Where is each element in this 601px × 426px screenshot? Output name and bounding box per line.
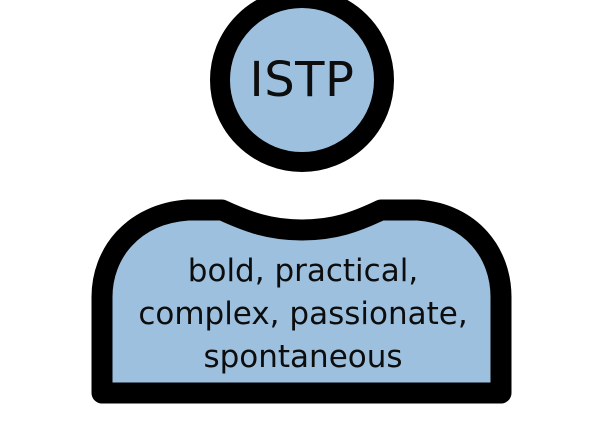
personality-type-label: ISTP: [249, 52, 355, 108]
trait-line-3: spontaneous: [203, 338, 403, 375]
person-body-shape: [91, 199, 512, 404]
person-head-shape: [210, 0, 394, 172]
trait-line-1: bold, practical,: [187, 252, 419, 289]
trait-description: bold, practical, complex, passionate, sp…: [104, 249, 502, 379]
trait-line-2: complex, passionate,: [138, 295, 468, 332]
